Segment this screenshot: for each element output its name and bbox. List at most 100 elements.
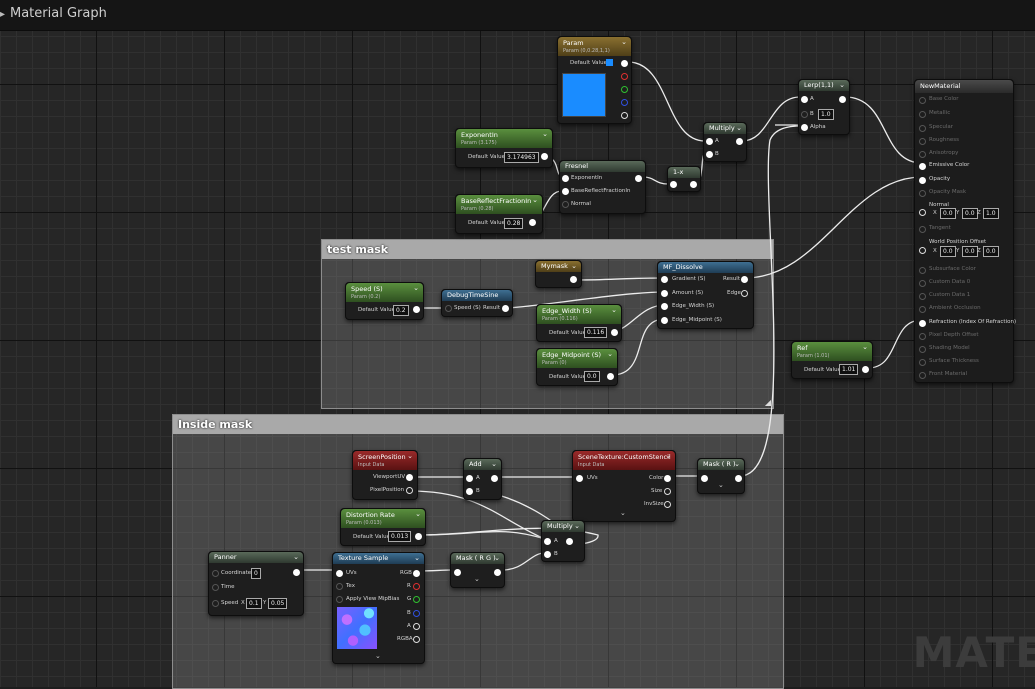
expand-chevron-icon[interactable]: ⌄ xyxy=(375,652,381,660)
mask-r-node[interactable]: Mask ( R )⌄ ⌄ xyxy=(697,458,745,494)
output-pin-g[interactable] xyxy=(413,596,420,603)
output-pin[interactable] xyxy=(736,138,743,145)
input-pin-edge-midpoint[interactable] xyxy=(661,317,668,324)
chevron-down-icon[interactable]: ⌄ xyxy=(611,306,617,314)
output-pin[interactable] xyxy=(607,373,614,380)
input-pin-speed[interactable] xyxy=(212,600,219,607)
output-pin[interactable] xyxy=(839,96,846,103)
input-pin-custom0[interactable] xyxy=(919,280,926,287)
input-pin-pixel-depth[interactable] xyxy=(919,333,926,340)
input-pin[interactable] xyxy=(701,475,708,482)
output-pin[interactable] xyxy=(611,329,618,336)
input-pin-roughness[interactable] xyxy=(919,138,926,145)
output-pin[interactable] xyxy=(413,306,420,313)
output-pin-rgb[interactable] xyxy=(621,60,628,67)
multiply-node-bottom[interactable]: Multiply⌄ A B xyxy=(541,520,585,562)
chevron-down-icon[interactable]: ⌄ xyxy=(542,130,548,138)
default-value-field[interactable]: 0.2 xyxy=(393,305,409,316)
output-pin-result[interactable] xyxy=(741,276,748,283)
input-pin[interactable] xyxy=(670,181,677,188)
output-pin-r[interactable] xyxy=(621,73,628,80)
default-value-field[interactable]: 3.174963 xyxy=(504,152,539,163)
chevron-down-icon[interactable]: ⌄ xyxy=(665,452,671,460)
output-pin-edge[interactable] xyxy=(741,290,748,297)
debugtimesine-node[interactable]: DebugTimeSine Speed (S) Result xyxy=(441,289,513,317)
input-pin-mipbias[interactable] xyxy=(336,596,343,603)
chevron-down-icon[interactable]: ⌄ xyxy=(413,284,419,292)
collapse-arrow-icon[interactable]: ▸ xyxy=(0,9,6,20)
input-pin-anisotropy[interactable] xyxy=(919,151,926,158)
mymask-node[interactable]: Mymask⌄ xyxy=(535,260,582,288)
output-pin[interactable] xyxy=(293,569,300,576)
expand-chevron-icon[interactable]: ⌄ xyxy=(718,481,724,489)
speed-y-field[interactable]: 0.05 xyxy=(268,598,288,609)
output-pin[interactable] xyxy=(570,276,577,283)
input-pin-b[interactable] xyxy=(706,151,713,158)
chevron-down-icon[interactable]: ⌄ xyxy=(407,452,413,460)
speed-x-field[interactable]: 0.1 xyxy=(246,598,262,609)
expand-chevron-icon[interactable]: ⌄ xyxy=(474,575,480,583)
input-pin-uvs[interactable] xyxy=(336,570,343,577)
output-pin[interactable] xyxy=(494,569,501,576)
default-value-field[interactable]: 0.013 xyxy=(388,531,412,542)
chevron-down-icon[interactable]: ⌄ xyxy=(839,81,845,89)
edge-width-node[interactable]: Edge_Width (S)Param (0.116)⌄ Default Val… xyxy=(536,304,622,342)
output-pin[interactable] xyxy=(690,181,697,188)
default-value-field[interactable]: 0.28 xyxy=(504,218,524,229)
output-pin-color[interactable] xyxy=(664,475,671,482)
input-pin-alpha[interactable] xyxy=(801,124,808,131)
b-value-field[interactable]: 1.0 xyxy=(818,109,834,120)
lerp-node[interactable]: Lerp(1,1)⌄ A B 1.0 Alpha xyxy=(798,79,850,135)
input-pin-basereflect[interactable] xyxy=(562,188,569,195)
fresnel-node[interactable]: Fresnel ExponentIn BaseReflectFractionIn… xyxy=(559,160,646,214)
input-pin-custom1[interactable] xyxy=(919,293,926,300)
input-pin-gradient[interactable] xyxy=(661,276,668,283)
chevron-down-icon[interactable]: ⌄ xyxy=(415,510,421,518)
default-value-field[interactable]: 0.116 xyxy=(584,327,608,338)
chevron-down-icon[interactable]: ⌄ xyxy=(491,460,497,468)
output-pin[interactable] xyxy=(415,533,422,540)
panner-node[interactable]: Panner⌄ Coordinate 0 Time Speed X 0.1 Y … xyxy=(208,551,304,616)
input-pin-specular[interactable] xyxy=(919,125,926,132)
input-pin-emissive[interactable] xyxy=(919,163,926,170)
chevron-down-icon[interactable]: ⌄ xyxy=(574,522,580,530)
chevron-down-icon[interactable]: ⌄ xyxy=(414,554,420,562)
chevron-down-icon[interactable]: ⌄ xyxy=(494,554,500,562)
normal-x-field[interactable]: 0.0 xyxy=(940,208,956,219)
output-pin[interactable] xyxy=(635,175,642,182)
input-pin-ao[interactable] xyxy=(919,306,926,313)
mf-dissolve-node[interactable]: MF_Dissolve Gradient (S) Amount (S) Edge… xyxy=(657,261,754,329)
input-pin-b[interactable] xyxy=(544,551,551,558)
output-pin-g[interactable] xyxy=(621,86,628,93)
input-pin-base-color[interactable] xyxy=(919,97,926,104)
input-pin-edge-width[interactable] xyxy=(661,303,668,310)
output-pin-rgba[interactable] xyxy=(413,636,420,643)
input-pin-normal[interactable] xyxy=(919,209,926,216)
input-pin-speed[interactable] xyxy=(445,305,452,312)
chevron-down-icon[interactable]: ⌄ xyxy=(621,38,627,46)
input-pin-exponentin[interactable] xyxy=(562,175,569,182)
input-pin-wpo[interactable] xyxy=(919,247,926,254)
output-pin[interactable] xyxy=(862,366,869,373)
input-pin-a[interactable] xyxy=(801,96,808,103)
texture-sample-node[interactable]: Texture Sample⌄ UVs Tex Apply View MipBi… xyxy=(332,552,425,664)
expand-chevron-icon[interactable]: ⌄ xyxy=(620,509,626,517)
input-pin[interactable] xyxy=(454,569,461,576)
default-value-field[interactable]: 1.01 xyxy=(839,364,859,375)
input-pin-opacity[interactable] xyxy=(919,177,926,184)
input-pin-normal[interactable] xyxy=(562,201,569,208)
multiply-node-top[interactable]: Multiply⌄ A B xyxy=(703,122,747,162)
add-node[interactable]: Add⌄ A B xyxy=(463,458,502,500)
input-pin-b[interactable] xyxy=(466,488,473,495)
chevron-down-icon[interactable]: ⌄ xyxy=(571,262,577,270)
input-pin-tex[interactable] xyxy=(336,583,343,590)
chevron-down-icon[interactable]: ⌄ xyxy=(293,553,299,561)
input-pin-shading-model[interactable] xyxy=(919,346,926,353)
edge-midpoint-node[interactable]: Edge_Midpoint (S)Param (0)⌄ Default Valu… xyxy=(536,348,618,386)
chevron-down-icon[interactable]: ⌄ xyxy=(607,350,613,358)
input-pin-refraction[interactable] xyxy=(919,320,926,327)
